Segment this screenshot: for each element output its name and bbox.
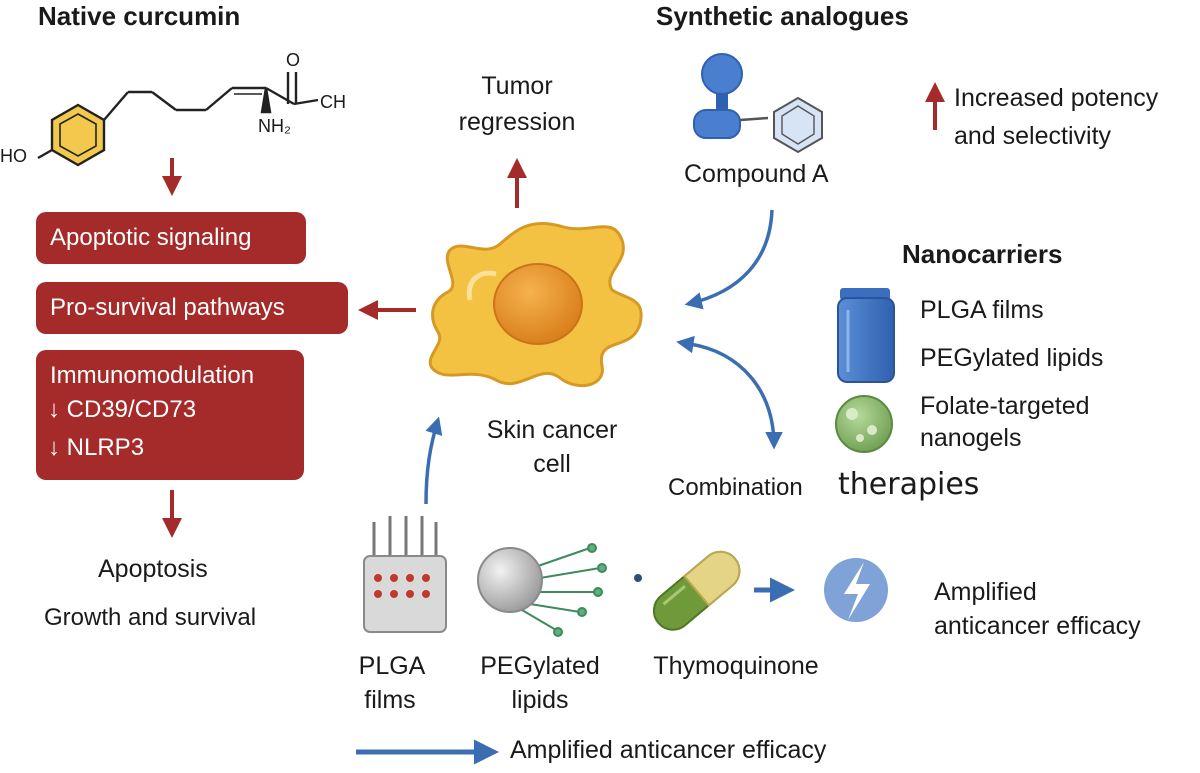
- tumor-label: Tumor: [481, 72, 553, 100]
- dot-icon: [634, 574, 642, 582]
- vial-icon: [837, 288, 895, 383]
- lightning-icon: [824, 558, 888, 622]
- skin-cancer-label: Skin cancer: [486, 416, 618, 444]
- curcumin-molecule-icon: [37, 72, 319, 167]
- ho-label: HO: [0, 146, 27, 166]
- amplified-label: Amplified: [934, 578, 1037, 606]
- blue-flow-arrows: [356, 209, 795, 765]
- apoptosis-label: Apoptosis: [98, 555, 208, 583]
- oxygen-label: O: [286, 50, 301, 70]
- apoptotic-signaling-label: Apoptotic signaling: [50, 224, 252, 251]
- immunomodulation-label: Immunomodulation: [50, 362, 255, 389]
- films-label: films: [364, 686, 416, 714]
- regression-label: regression: [458, 108, 576, 136]
- anticancer-efficacy-label: anticancer efficacy: [934, 612, 1141, 640]
- pegylated-lipid-icon: [477, 543, 607, 637]
- native-curcumin-title: Native curcumin: [38, 1, 241, 31]
- red-flow-arrows: [162, 82, 945, 538]
- nanocarrier-plga-label: PLGA films: [920, 296, 1044, 324]
- compound-a-icon: [693, 53, 823, 154]
- cell-label: cell: [533, 450, 571, 478]
- synthetic-analogues-title: Synthetic analogues: [656, 1, 909, 31]
- apoptotic-signaling-box: Apoptotic signaling: [36, 212, 306, 264]
- nh2-label: NH₂: [258, 116, 291, 136]
- combination-label: Combination: [668, 474, 803, 501]
- cd39-cd73-label: ↓ CD39/CD73: [48, 396, 197, 423]
- nanogel-icon: [835, 395, 893, 453]
- capsule-icon: [652, 550, 741, 631]
- plga-film-icon: [363, 516, 447, 633]
- lipids-label: lipids: [511, 686, 569, 714]
- potency-label: Increased potency: [954, 84, 1159, 112]
- skin-cancer-cell-icon: [428, 221, 643, 388]
- pro-survival-box: Pro-survival pathways: [36, 282, 348, 334]
- nanocarrier-folate-label: Folate-targeted: [920, 392, 1090, 420]
- nanocarrier-peg-label: PEGylated lipids: [920, 344, 1104, 372]
- pegylated-label: PEGylated: [480, 652, 600, 680]
- legend-label: Amplified anticancer efficacy: [510, 736, 827, 764]
- nanocarriers-title: Nanocarriers: [902, 239, 1063, 269]
- immunomodulation-box: Immunomodulation ↓ CD39/CD73 ↓ NLRP3: [36, 350, 304, 480]
- nlrp3-label: ↓ NLRP3: [48, 434, 145, 461]
- nanocarrier-nanogels-label: nanogels: [920, 424, 1022, 452]
- pro-survival-label: Pro-survival pathways: [50, 294, 285, 321]
- compound-a-label: Compound A: [684, 160, 829, 188]
- thymoquinone-label: Thymoquinone: [653, 652, 819, 680]
- growth-survival-label: Growth and survival: [44, 604, 257, 631]
- therapies-label: therapies: [838, 467, 980, 502]
- selectivity-label: and selectivity: [954, 122, 1112, 150]
- ch-label: CH: [320, 92, 346, 112]
- plga-label: PLGA: [358, 652, 426, 680]
